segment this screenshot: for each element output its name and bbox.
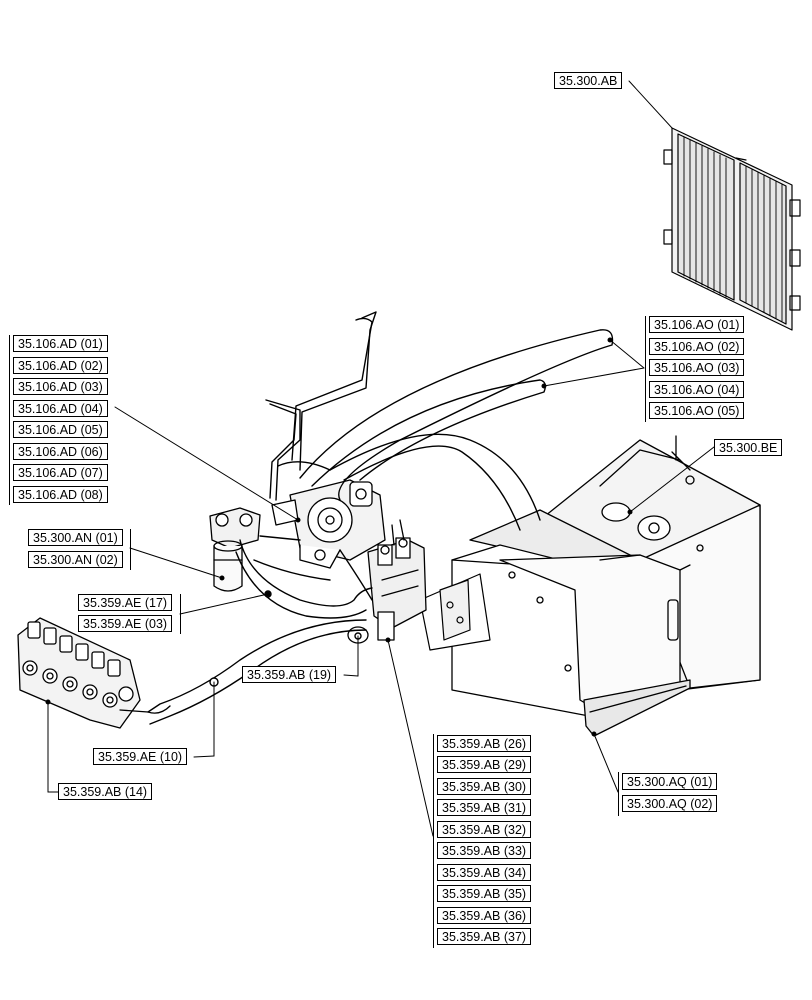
callout-35-106-ao-04: 35.106.AO (04) <box>649 381 745 398</box>
tank-drawing <box>451 435 761 737</box>
callout-35-106-ao-03: 35.106.AO (03) <box>649 359 745 376</box>
callout-35-359-ab-31: 35.359.AB (31) <box>437 799 532 816</box>
valve-block-drawing <box>17 617 171 729</box>
callout-35-359-ae-03: 35.359.AE (03) <box>78 615 173 632</box>
bracket-ab-list <box>433 734 434 948</box>
callout-35-300-an-01: 35.300.AN (01) <box>28 529 123 546</box>
callout-35-300-aq-01: 35.300.AQ (01) <box>622 773 718 790</box>
callout-35-106-ao-05: 35.106.AO (05) <box>649 402 745 419</box>
callout-35-359-ab-37: 35.359.AB (37) <box>437 928 532 945</box>
bracket-an <box>130 529 131 570</box>
callout-35-106-ao-01: 35.106.AO (01) <box>649 316 745 333</box>
callout-35-300-be: 35.300.BE <box>714 439 783 456</box>
pump-drawing <box>271 479 386 569</box>
callout-35-106-ad-01: 35.106.AD (01) <box>13 335 108 352</box>
bracket-ao <box>645 316 646 422</box>
callout-35-106-ad-04: 35.106.AD (04) <box>13 400 108 417</box>
cooler-drawing <box>663 127 801 331</box>
filter-drawing <box>209 507 261 592</box>
callout-35-106-ad-03: 35.106.AD (03) <box>13 378 108 395</box>
callout-35-359-ab-35: 35.359.AB (35) <box>437 885 532 902</box>
callout-35-106-ad-07: 35.106.AD (07) <box>13 464 108 481</box>
callout-35-300-an-02: 35.300.AN (02) <box>28 551 123 568</box>
bracket-ad <box>9 335 10 505</box>
callout-35-359-ae-17: 35.359.AE (17) <box>78 594 173 611</box>
callout-35-359-ab-32: 35.359.AB (32) <box>437 821 532 838</box>
callout-35-106-ao-02: 35.106.AO (02) <box>649 338 745 355</box>
bracket-aq <box>618 772 619 816</box>
callout-35-359-ab-34: 35.359.AB (34) <box>437 864 532 881</box>
bracket-ae <box>180 594 181 634</box>
callout-35-300-ab: 35.300.AB <box>554 72 623 89</box>
callout-35-106-ad-02: 35.106.AD (02) <box>13 357 108 374</box>
callout-35-106-ad-06: 35.106.AD (06) <box>13 443 108 460</box>
callout-35-359-ab-26: 35.359.AB (26) <box>437 735 532 752</box>
callout-35-106-ad-08: 35.106.AD (08) <box>13 486 108 503</box>
callout-35-106-ad-05: 35.106.AD (05) <box>13 421 108 438</box>
callout-35-359-ae-10: 35.359.AE (10) <box>93 748 188 765</box>
leader-lines <box>45 80 715 837</box>
bracket-drawing <box>419 573 491 651</box>
callout-35-359-ab-33: 35.359.AB (33) <box>437 842 532 859</box>
valve-drawing <box>347 519 427 644</box>
hose-drawing <box>147 311 614 725</box>
callout-35-359-ab-36: 35.359.AB (36) <box>437 907 532 924</box>
callout-35-359-ab-19: 35.359.AB (19) <box>242 666 337 683</box>
callout-35-359-ab-14: 35.359.AB (14) <box>58 783 153 800</box>
callout-35-359-ab-29: 35.359.AB (29) <box>437 756 532 773</box>
callout-35-300-aq-02: 35.300.AQ (02) <box>622 795 718 812</box>
callout-35-359-ab-30: 35.359.AB (30) <box>437 778 532 795</box>
